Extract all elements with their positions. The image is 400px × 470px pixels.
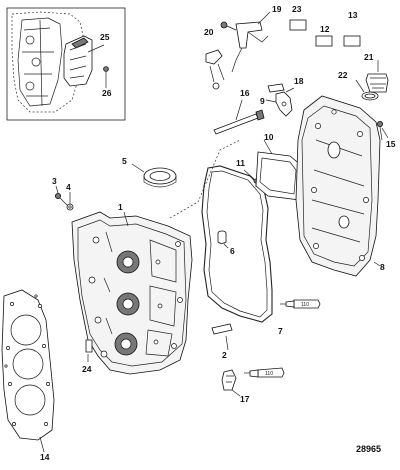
sealant-tube-2: [244, 367, 285, 378]
part-26-screw: [103, 66, 109, 78]
part-6-dowel: [217, 230, 227, 244]
inset-engine-view: [6, 7, 126, 121]
temperature-sensor: [205, 49, 225, 90]
callout-21: 21: [364, 52, 374, 62]
callout-4: 4: [66, 182, 71, 192]
callout-8: 8: [380, 262, 385, 272]
callout-20: 20: [204, 27, 214, 37]
figure-number: 28965: [356, 444, 381, 454]
part-1-cylinder-head: [71, 211, 193, 375]
part-18-fitting: [267, 83, 285, 93]
part-19-sensor-bracket: [231, 21, 269, 73]
callout-3: 3: [52, 176, 57, 186]
part-16-bolt: [213, 109, 265, 135]
callout-7: 7: [278, 326, 283, 336]
tube-label-2: 110: [265, 371, 273, 377]
part-21-cap: [365, 73, 389, 93]
part-22-o-ring: [361, 91, 379, 101]
callout-16: 16: [240, 88, 250, 98]
callout-22: 22: [338, 70, 348, 80]
callout-15: 15: [386, 139, 396, 149]
part-4-washer: [66, 203, 74, 211]
callout-6: 6: [230, 246, 235, 256]
callout-17: 17: [240, 394, 250, 404]
callout-18: 18: [294, 76, 304, 86]
callout-24: 24: [82, 364, 92, 374]
part-24-pin: [85, 339, 93, 353]
part-9-elbow-fitting: [275, 91, 293, 117]
callout-5: 5: [122, 156, 127, 166]
callout-2: 2: [222, 350, 227, 360]
callout-14: 14: [40, 452, 50, 462]
callout-19: 19: [272, 4, 282, 14]
callout-9: 9: [260, 96, 265, 106]
callout-10: 10: [264, 132, 274, 142]
part-14-head-gasket: [1, 289, 55, 441]
part-10-plate: [255, 151, 303, 201]
part-2-dowel-pin: [211, 323, 233, 335]
part-23-label: [289, 19, 307, 31]
part-20-screw: [220, 21, 237, 31]
callout-13: 13: [348, 10, 358, 20]
tube-label-1: 110: [301, 302, 309, 308]
part-12-label: [315, 35, 333, 47]
part-8-cylinder-head-cover: [295, 95, 381, 277]
part-15-screw: [376, 121, 383, 141]
callout-25: 25: [100, 32, 110, 42]
callout-11: 11: [236, 158, 245, 168]
part-13-label: [343, 35, 361, 47]
part-17-fitting: [221, 369, 237, 391]
part-25-cover: [63, 35, 93, 87]
part-5-seal: [143, 167, 177, 188]
callout-23: 23: [292, 4, 302, 14]
callout-1: 1: [118, 202, 123, 212]
part-3-screw: [55, 192, 69, 207]
sealant-tube-1: [280, 299, 321, 309]
callout-12: 12: [320, 24, 330, 34]
callout-26: 26: [102, 88, 112, 98]
